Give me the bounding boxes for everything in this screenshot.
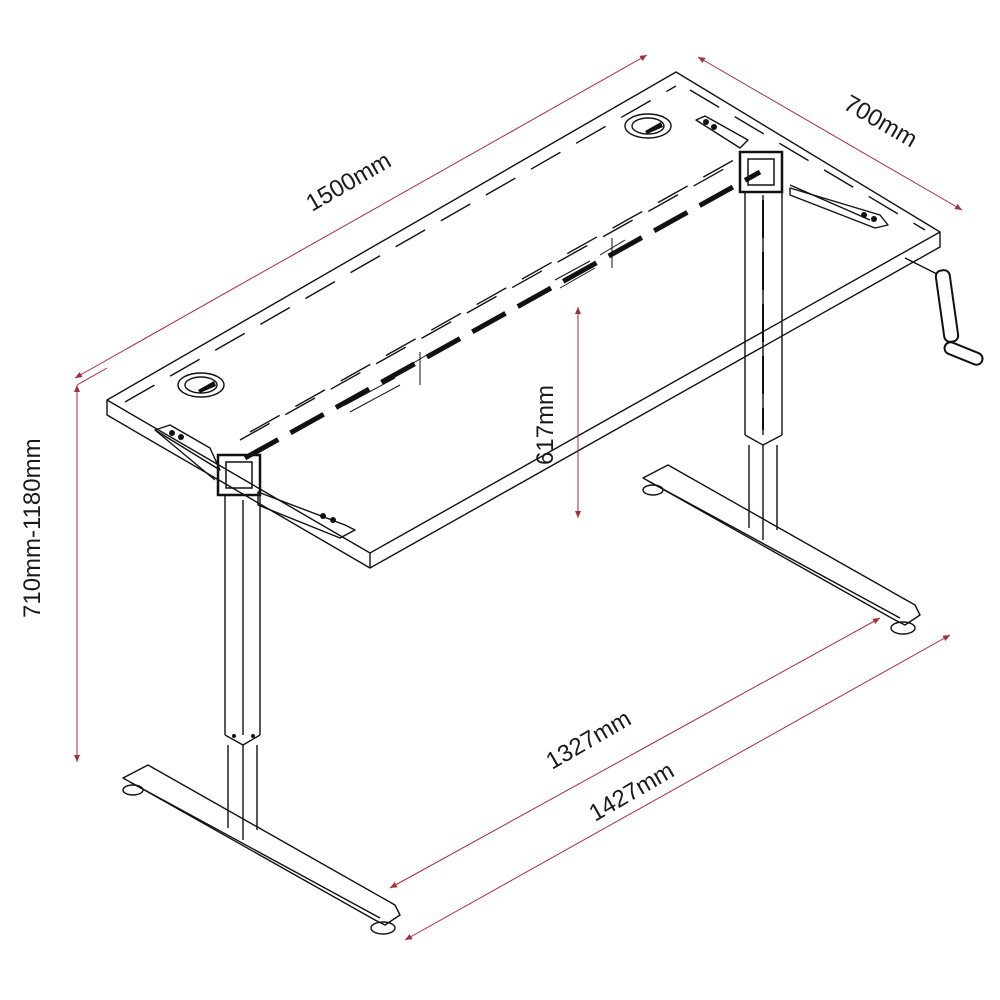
label-1500: 1500mm [302, 147, 396, 217]
leg-left [224, 495, 261, 840]
dim-1427: 1427mm [404, 634, 951, 941]
dim-height: 710mm-1180mm [19, 367, 108, 762]
hand-crank [904, 257, 984, 366]
leg-right [744, 192, 783, 540]
label-1427: 1427mm [585, 757, 679, 827]
dim-1500: 1500mm [74, 54, 648, 379]
label-617: 617mm [532, 385, 559, 465]
grommet-right [624, 113, 672, 139]
left-bracket [154, 424, 356, 539]
label-1327: 1327mm [542, 705, 636, 775]
label-700: 700mm [839, 90, 922, 153]
table-top [106, 71, 941, 569]
dim-1327: 1327mm [389, 617, 881, 889]
right-bracket [695, 115, 889, 229]
dim-617: 617mm [532, 307, 581, 518]
label-height: 710mm-1180mm [19, 438, 46, 618]
foot-left [122, 764, 401, 935]
foot-right [642, 464, 921, 635]
grommet-left [177, 372, 225, 398]
